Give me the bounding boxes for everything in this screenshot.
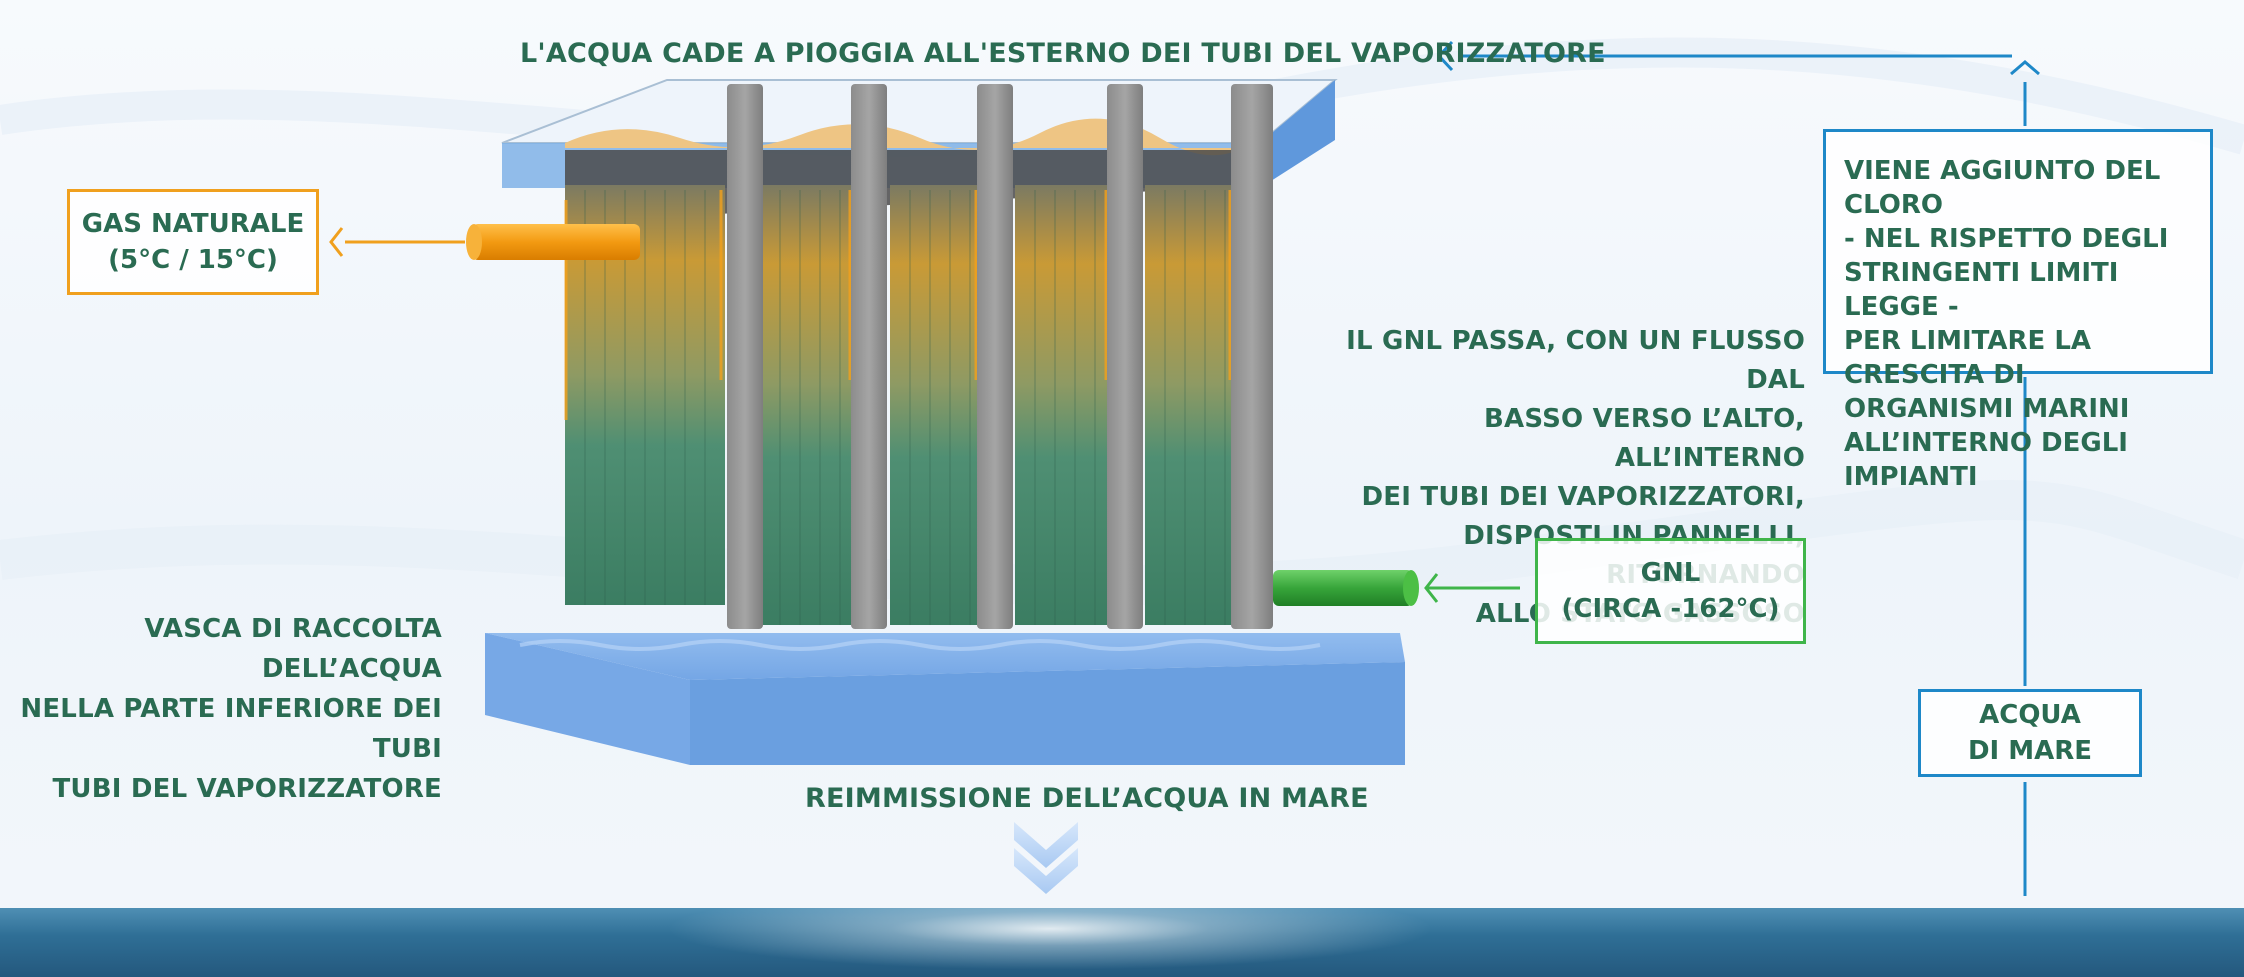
- sea-glint: [600, 908, 1500, 977]
- vaporizer-panels: [564, 185, 1233, 625]
- collection-basin: [485, 633, 1405, 765]
- seawater-circuit: [1436, 40, 2040, 896]
- water-return-label: REIMMISSIONE DELL’ACQUA IN MARE: [805, 783, 1369, 814]
- falling-water-surface: [565, 118, 1260, 156]
- natural-gas-pipe: [329, 224, 640, 260]
- tray-water-side: [1260, 80, 1335, 188]
- gnl-pipe: [1273, 570, 1520, 606]
- chlorine-box: VIENE AGGIUNTO DEL CLORO - NEL RISPETTO …: [1823, 129, 2213, 492]
- natural-gas-box: GAS NATURALE (5°C / 15°C): [67, 189, 319, 295]
- chevron-down-icon: [1014, 822, 1078, 894]
- gnl-box: GNL (CIRCA -162°C): [1535, 538, 1806, 644]
- vaporizer-pillars: [727, 84, 1273, 629]
- falling-water-label: L'ACQUA CADE A PIOGGIA ALL'ESTERNO DEI T…: [520, 38, 1606, 69]
- collection-basin-label: VASCA DI RACCOLTA DELL’ACQUA NELLA PARTE…: [20, 614, 442, 804]
- seawater-box: ACQUA DI MARE: [1918, 689, 2142, 777]
